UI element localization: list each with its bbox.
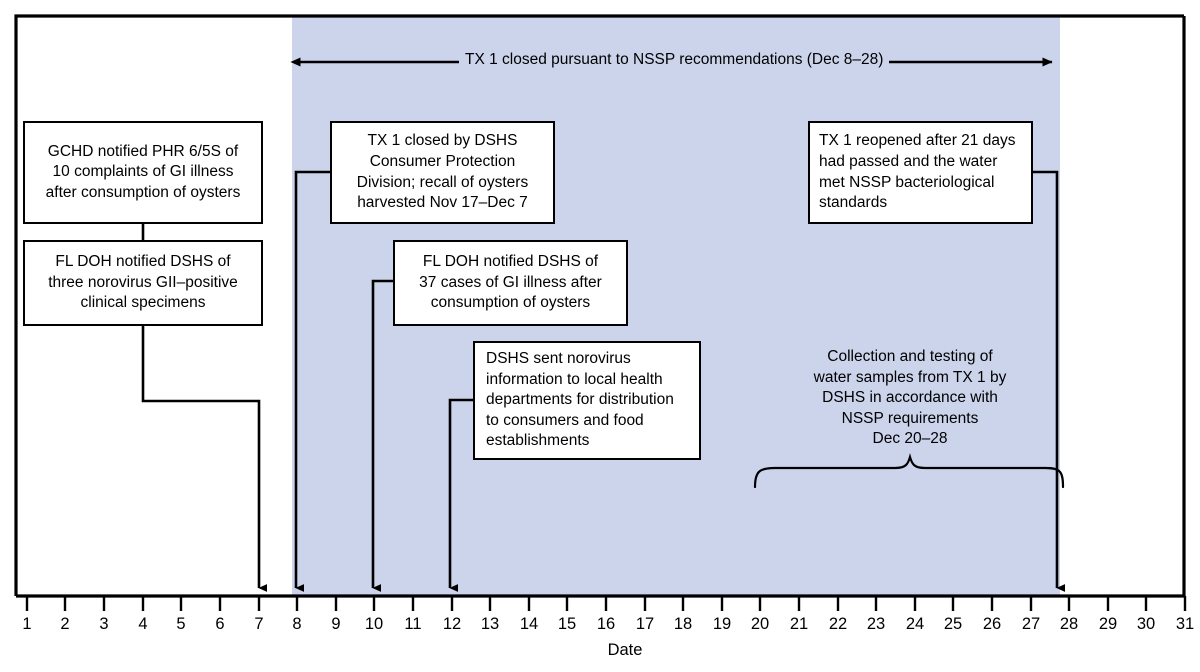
axis-tick-label: 12 xyxy=(442,615,462,633)
connector-day7-lower xyxy=(141,326,267,592)
event-line: FL DOH notified DSHS of xyxy=(422,253,599,271)
axis-tick-label: 29 xyxy=(1098,615,1118,633)
axis-tick-label: 1 xyxy=(22,615,32,633)
event-line: clinical specimens xyxy=(80,294,206,312)
axis-tick-label: 22 xyxy=(828,615,848,633)
axis-tick-label: 20 xyxy=(750,615,770,633)
axis-tick-label: 16 xyxy=(596,615,616,633)
axis-tick-label: 5 xyxy=(176,615,186,633)
event-line: 10 complaints of GI illness xyxy=(52,163,234,181)
connector-day12 xyxy=(448,398,473,592)
event-line: establishments xyxy=(486,432,590,450)
axis-tick-label: 30 xyxy=(1136,615,1156,633)
event-box-fl-doh-three-specimens: FL DOH notified DSHS of three norovirus … xyxy=(23,240,263,326)
axis-tick-label: 26 xyxy=(982,615,1002,633)
event-line: after consumption of oysters xyxy=(45,183,241,201)
axis-tick-label: 27 xyxy=(1021,615,1041,633)
axis-tick-label: 28 xyxy=(1059,615,1079,633)
axis-tick-label: 10 xyxy=(364,615,384,633)
axis-tick-label: 21 xyxy=(789,615,809,633)
event-line: departments for distribution xyxy=(486,391,674,409)
axis-tick-label: 4 xyxy=(138,615,148,633)
event-line: harvested Nov 17–Dec 7 xyxy=(357,194,528,212)
event-line: standards xyxy=(819,194,888,212)
axis-tick-label: 23 xyxy=(866,615,886,633)
connector-day10 xyxy=(371,279,393,592)
axis-tick-label: 24 xyxy=(905,615,925,633)
event-line: three norovirus GII–positive xyxy=(48,273,238,291)
event-box-gchd-notified: GCHD notified PHR 6/5S of 10 complaints … xyxy=(23,121,263,224)
event-line: 37 cases of GI illness after xyxy=(419,273,602,291)
axis-tick-label: 6 xyxy=(215,615,225,633)
event-line: TX 1 reopened after 21 days xyxy=(819,132,1016,150)
annotation-water-sampling: Collection and testing of water samples … xyxy=(760,347,1060,450)
event-line: TX 1 closed by DSHS xyxy=(367,132,518,150)
connector-day28 xyxy=(1033,170,1065,592)
axis-tick-label: 14 xyxy=(519,615,539,633)
event-line: met NSSP bacteriological xyxy=(819,173,995,191)
figure-frame xyxy=(14,14,1184,596)
annotation-line: water samples from TX 1 by xyxy=(813,368,1007,386)
annotation-line: NSSP requirements xyxy=(841,409,979,427)
closure-banner-label: TX 1 closed pursuant to NSSP recommendat… xyxy=(459,51,890,69)
event-box-tx1-reopened: TX 1 reopened after 21 days had passed a… xyxy=(808,121,1033,224)
event-line: Division; recall of oysters xyxy=(356,173,529,191)
sampling-brace xyxy=(753,452,1065,489)
event-line: Consumer Protection xyxy=(369,152,516,170)
axis-tick-label: 9 xyxy=(331,615,341,633)
annotation-line: Dec 20–28 xyxy=(872,430,948,448)
event-box-fl-doh-37-cases: FL DOH notified DSHS of 37 cases of GI i… xyxy=(393,240,628,326)
axis-tick-label: 3 xyxy=(99,615,109,633)
event-box-tx1-closed: TX 1 closed by DSHS Consumer Protection … xyxy=(330,121,555,224)
event-line: information to local health xyxy=(486,370,663,388)
annotation-line: Collection and testing of xyxy=(827,348,993,365)
event-line: consumption of oysters xyxy=(430,294,591,312)
axis-tick-label: 19 xyxy=(712,615,732,633)
axis-title: Date xyxy=(607,641,643,659)
event-line: DSHS sent norovirus xyxy=(486,349,631,367)
connector-day8 xyxy=(294,170,330,592)
event-line: GCHD notified PHR 6/5S of xyxy=(47,142,239,160)
axis-tick-label: 11 xyxy=(404,615,422,633)
axis-tick-label: 18 xyxy=(673,615,693,633)
event-line: FL DOH notified DSHS of xyxy=(55,253,231,271)
event-box-dshs-sent-norovirus-info: DSHS sent norovirus information to local… xyxy=(473,341,701,460)
axis-tick-label: 2 xyxy=(60,615,70,633)
axis-tick-label: 31 xyxy=(1175,615,1195,633)
axis-tick-label: 17 xyxy=(635,615,655,633)
annotation-line: DSHS in accordance with xyxy=(822,389,998,407)
axis-ticks xyxy=(25,596,1187,611)
axis-tick-label: 25 xyxy=(943,615,963,633)
axis-tick-label: 15 xyxy=(557,615,577,633)
axis-tick-label: 8 xyxy=(292,615,302,633)
axis-tick-label: 13 xyxy=(480,615,500,633)
axis-tick-label: 7 xyxy=(254,615,264,633)
event-line: had passed and the water xyxy=(819,152,998,170)
event-line: to consumers and food xyxy=(486,411,644,429)
